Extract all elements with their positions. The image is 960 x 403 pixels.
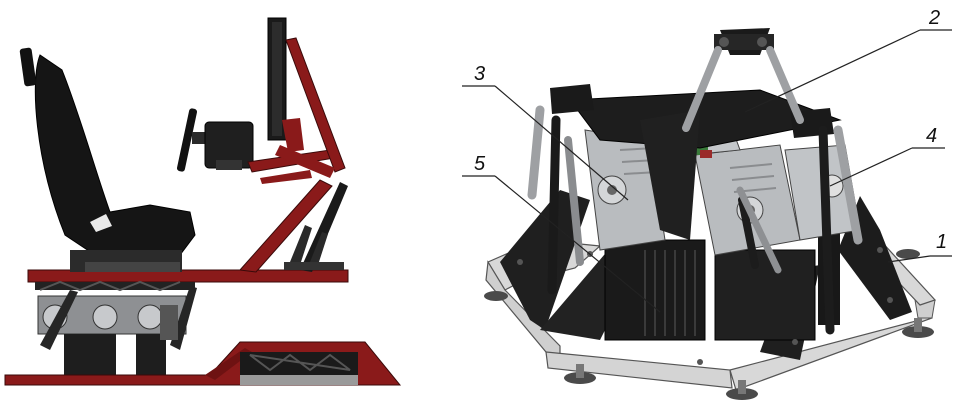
callout-label-1: 1 [936,231,947,253]
callouts: 2 3 4 5 1 [462,7,952,313]
lower-motion-platform [37,286,197,376]
callout-label-5: 5 [474,153,486,175]
steering-wheel-assembly [176,108,335,184]
actuator-rods [527,46,863,335]
red-base-frame [4,341,402,386]
leader-line-3-diag [494,85,629,201]
top-platform [550,28,842,240]
monitor-assembly [267,17,346,178]
callout-label-3: 3 [474,63,485,85]
motion-platform-iso-view [484,28,937,400]
side-view-simulator [4,17,402,386]
leader-line-2-diag [744,29,921,113]
racing-seat [19,47,196,272]
leader-line-4-diag [829,147,913,187]
callout-label-2: 2 [928,7,940,29]
leader-line-1-diag [887,255,931,263]
leader-line-5-diag [494,175,661,313]
callout-label-4: 4 [926,125,937,147]
upper-red-rail [27,179,349,292]
